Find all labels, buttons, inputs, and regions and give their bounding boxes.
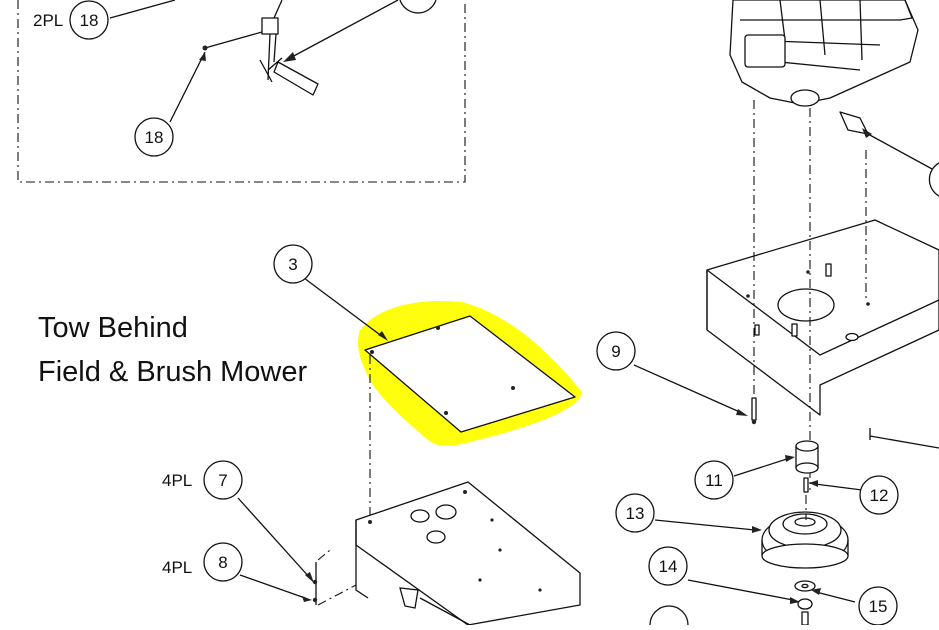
leader-3 <box>303 277 384 338</box>
mount-bracket <box>706 100 939 490</box>
clutch-stack <box>654 440 863 626</box>
svg-text:7: 7 <box>218 471 227 490</box>
callout-14: 14 <box>648 546 688 586</box>
leader-wire <box>289 0 399 59</box>
callout-13: 13 <box>615 493 655 533</box>
leader-13 <box>654 519 756 531</box>
callout-12: 12 <box>859 475 899 515</box>
callout-7: 7 <box>203 460 243 500</box>
caption-line-2: Field & Brush Mower <box>38 356 308 388</box>
leader-8 <box>239 574 306 599</box>
callout-9: 9 <box>596 331 636 371</box>
caption-line-1: Tow Behind <box>38 312 188 344</box>
svg-text:15: 15 <box>869 597 888 616</box>
engine-assembly <box>729 0 935 171</box>
callout-partial-bottom <box>649 605 689 626</box>
leader-18b <box>169 51 206 123</box>
callout-18-top: 18 <box>69 0 109 40</box>
leader-7 <box>237 497 311 579</box>
svg-text:12: 12 <box>870 486 889 505</box>
svg-text:18: 18 <box>80 11 99 30</box>
callout-3: 3 <box>273 244 313 284</box>
callout-18-bottom: 18 <box>134 117 174 157</box>
sensor-wire-assembly <box>202 0 319 96</box>
bolts-7-8: 4PL 4PL <box>162 471 357 606</box>
svg-text:3: 3 <box>288 255 297 274</box>
detail-inset: 2PL <box>17 0 466 183</box>
callout-15: 15 <box>858 586 898 626</box>
quantity-label-8: 4PL <box>162 558 192 577</box>
leader-15 <box>815 591 856 603</box>
callout-8: 8 <box>203 542 243 582</box>
callout-11: 11 <box>694 460 734 500</box>
svg-text:11: 11 <box>705 471 723 490</box>
detail-inset-frame <box>17 0 466 183</box>
svg-text:8: 8 <box>218 553 227 572</box>
callout-partial-right <box>928 162 939 197</box>
leader-14 <box>687 579 794 601</box>
leader-9 <box>633 364 743 414</box>
svg-text:9: 9 <box>611 342 620 361</box>
svg-text:14: 14 <box>659 557 678 576</box>
leader-18a <box>109 0 176 19</box>
svg-text:18: 18 <box>145 128 164 147</box>
callout-partial-top <box>399 0 437 14</box>
leader-12 <box>814 483 863 491</box>
bolt-9 <box>633 364 939 449</box>
callout-bubbles: 18 18 3 9 7 8 11 12 <box>69 0 939 626</box>
svg-text:13: 13 <box>626 504 645 523</box>
leader-11 <box>733 457 791 477</box>
lower-housing <box>355 481 581 626</box>
quantity-label-18: 2PL <box>33 11 63 30</box>
quantity-label-7: 4PL <box>162 471 192 490</box>
plate-part-3 <box>303 277 582 520</box>
